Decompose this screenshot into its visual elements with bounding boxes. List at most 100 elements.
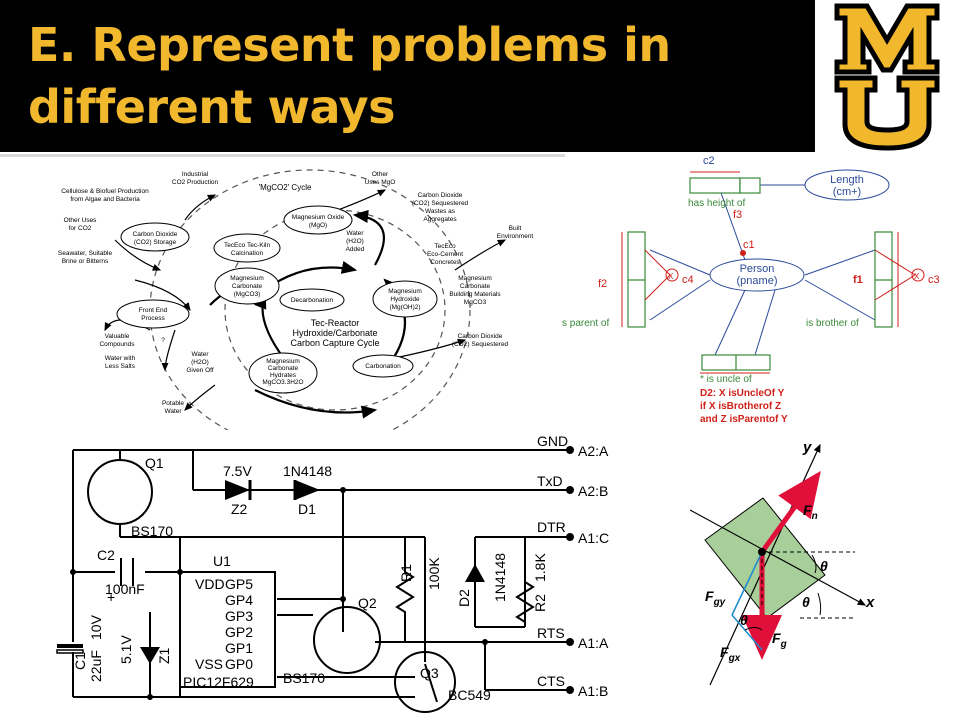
label-c1-value: 22uF bbox=[88, 650, 104, 682]
node-co2-seq-bottom: Carbon Dioxide(CO2) Sequestered bbox=[452, 333, 509, 348]
circuit-schematic: GND A2:A TxD A2:B DTR A1:C RTS A1:A CTS … bbox=[56, 433, 609, 713]
pin-gp0: GP0 bbox=[225, 656, 253, 672]
label-c4: c4 bbox=[682, 274, 694, 286]
mizzou-logo-icon bbox=[834, 3, 940, 151]
outer-cycle-dashed bbox=[149, 169, 471, 430]
pin-gp2: GP2 bbox=[225, 624, 253, 640]
label-rts: RTS bbox=[537, 625, 565, 641]
node-water-given-off: Water(H2O)Given Off bbox=[186, 351, 214, 374]
label-c1: C1 bbox=[72, 652, 88, 670]
label-has-height: has height of bbox=[688, 198, 745, 209]
transistor-q1 bbox=[87, 459, 153, 525]
label-length: Length(cm+) bbox=[830, 174, 864, 198]
label-x-axis: x bbox=[865, 594, 875, 611]
label-q3-part: BC549 bbox=[448, 687, 491, 703]
pin-vss: VSS bbox=[195, 656, 223, 672]
label-q2-part: BS170 bbox=[283, 670, 325, 686]
label-z2: Z2 bbox=[231, 501, 248, 517]
label-x-left: X bbox=[668, 272, 674, 281]
label-fn: Fn bbox=[803, 502, 818, 522]
label-uncle-of: * is uncle of bbox=[700, 374, 752, 385]
ic-u1 bbox=[179, 571, 276, 688]
label-y-axis: y bbox=[802, 439, 812, 456]
label-c3: c3 bbox=[928, 274, 940, 286]
entity-person bbox=[709, 258, 805, 292]
node-water-added: Water(H2O)Added bbox=[346, 230, 365, 253]
label-cts: CTS bbox=[537, 673, 565, 689]
node-mgo: Magnesium Oxide(MgO) bbox=[292, 214, 345, 229]
label-fg: Fg bbox=[772, 630, 787, 650]
label-c2: c2 bbox=[703, 155, 715, 167]
label-person: Person(pname) bbox=[737, 263, 778, 287]
label-parent-of: s parent of bbox=[562, 318, 609, 329]
force-diagram: y x Fn θ θ Fgy θ Fg Fgx bbox=[690, 439, 875, 686]
slide-title: E. Represent problems in different ways bbox=[28, 18, 671, 134]
entity-length bbox=[804, 169, 890, 201]
label-theta-triangle: θ bbox=[740, 612, 748, 628]
label-q1-part: BS170 bbox=[131, 523, 173, 539]
label-u1-part: PIC12F629 bbox=[183, 674, 254, 690]
label-d1: D1 bbox=[298, 501, 316, 517]
pin-a1a: A1:A bbox=[578, 635, 609, 651]
label-fgy: Fgy bbox=[705, 588, 726, 608]
label-c2-value: 100nF bbox=[105, 581, 145, 597]
pin-gp1: GP1 bbox=[225, 640, 253, 656]
x-axis bbox=[690, 509, 867, 606]
label-z2-value: 7.5V bbox=[223, 463, 252, 479]
label-q3: Q3 bbox=[420, 665, 439, 681]
node-question: ? bbox=[161, 337, 165, 344]
block-on-incline bbox=[704, 497, 826, 619]
label-u1: U1 bbox=[213, 553, 231, 569]
pin-vdd: VDD bbox=[195, 576, 225, 592]
label-c1-voltage: 10V bbox=[88, 614, 104, 640]
node-co2-storage: Carbon Dioxide(CO2) Storage bbox=[133, 231, 178, 246]
pin-a2a: A2:A bbox=[578, 443, 609, 459]
label-theta-lower: θ bbox=[802, 594, 810, 610]
label-q1: Q1 bbox=[145, 455, 164, 471]
label-r2-value: 1.8K bbox=[532, 553, 548, 582]
node-decarbonation: Decarbonation bbox=[291, 297, 334, 304]
fact-has-height bbox=[689, 177, 741, 194]
label-z1: Z1 bbox=[156, 647, 172, 664]
logo-area bbox=[815, 0, 960, 152]
divider-line bbox=[0, 154, 565, 157]
label-fgx: Fgx bbox=[720, 644, 741, 664]
pin-gp5: GP5 bbox=[225, 576, 253, 592]
constraint-dot bbox=[740, 250, 746, 256]
label-txd: TxD bbox=[537, 473, 563, 489]
pin-a2b: A2:B bbox=[578, 483, 608, 499]
fgy-component bbox=[731, 551, 763, 616]
node-carbonation: Carbonation bbox=[365, 363, 401, 370]
label-gnd: GND bbox=[537, 433, 568, 449]
normal-force-arrow bbox=[759, 470, 821, 554]
fgx-component bbox=[731, 614, 763, 651]
label-c1: c1 bbox=[743, 239, 755, 251]
pin-gp3: GP3 bbox=[225, 608, 253, 624]
label-d2-part: 1N4148 bbox=[492, 553, 508, 602]
label-d1-part: 1N4148 bbox=[283, 463, 332, 479]
transistor-q3 bbox=[394, 651, 456, 713]
label-f1: f1 bbox=[853, 274, 863, 286]
inner-cycle-dashed bbox=[224, 209, 446, 411]
label-q2: Q2 bbox=[358, 595, 377, 611]
label-z1-value: 5.1V bbox=[118, 635, 134, 664]
label-brother-of: is brother of bbox=[806, 318, 859, 329]
label-f3: f3 bbox=[733, 209, 742, 221]
